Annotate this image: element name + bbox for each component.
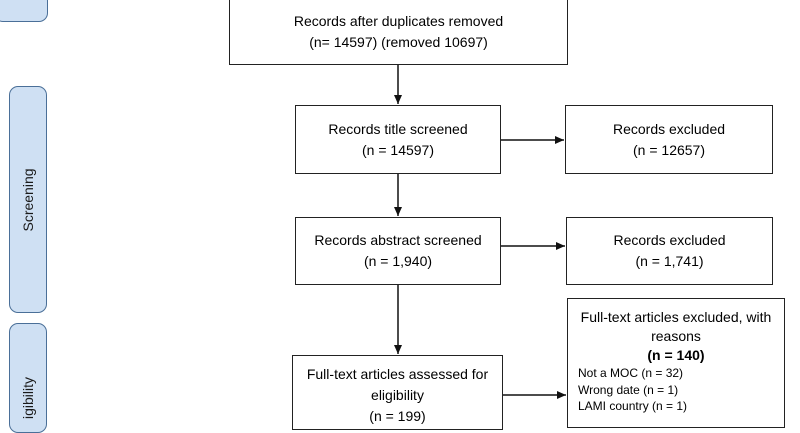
box-fulltext-assessed: Full-text articles assessed for eligibil… xyxy=(292,355,503,430)
exclusion-reasons-list: Not a MOC (n = 32) Wrong date (n = 1) LA… xyxy=(568,365,687,415)
abstract-excluded-line1: Records excluded xyxy=(613,232,726,248)
abstract-line2: (n = 1,940) xyxy=(363,253,433,269)
abstract-line1: Records abstract screened xyxy=(314,232,482,248)
abstract-excluded-line2: (n = 1,741) xyxy=(635,253,704,269)
stage-bar-eligibility: igibility xyxy=(9,323,47,433)
fulltext-excluded-count: (n = 140) xyxy=(647,347,705,363)
box-abstract-screened: Records abstract screened (n = 1,940) xyxy=(295,217,501,285)
box-title-excluded: Records excluded (n = 12657) xyxy=(565,105,773,174)
exclusion-reason: LAMI country (n = 1) xyxy=(578,399,688,413)
title-line2: (n = 14597) xyxy=(362,141,434,158)
exclusion-reason: Not a MOC (n = 32) xyxy=(578,366,684,380)
title-excluded-line2: (n = 12657) xyxy=(633,141,705,158)
duplicates-line1: Records after duplicates removed xyxy=(293,12,504,29)
fulltext-line2: eligibility xyxy=(371,387,424,403)
title-line1: Records title screened xyxy=(328,120,468,137)
duplicates-line2: (n= 14597) (removed 10697) xyxy=(309,33,488,50)
fulltext-excluded-line2: reasons xyxy=(651,328,701,344)
exclusion-reason: Wrong date (n = 1) xyxy=(578,382,679,397)
connector-arrows xyxy=(394,65,566,399)
box-abstract-excluded: Records excluded (n = 1,741) xyxy=(566,217,773,285)
box-duplicates-removed: Records after duplicates removed (n= 145… xyxy=(229,0,568,65)
box-title-screened: Records title screened (n = 14597) xyxy=(295,105,501,174)
fulltext-excluded-line1: Full-text articles excluded, with xyxy=(580,309,772,325)
fulltext-line1: Full-text articles assessed for xyxy=(306,366,489,382)
stage-bar-screening: Screening xyxy=(9,86,47,313)
stage-bar-top xyxy=(0,0,48,22)
box-fulltext-excluded: Full-text articles excluded, with reason… xyxy=(567,298,785,428)
title-excluded-line1: Records excluded xyxy=(612,120,726,137)
